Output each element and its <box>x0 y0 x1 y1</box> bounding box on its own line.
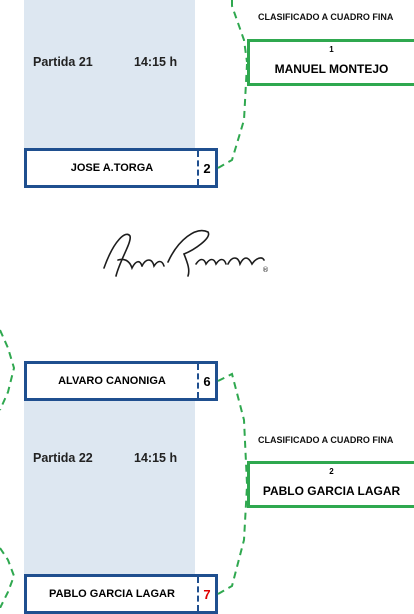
player-score-winner: 7 <box>197 577 215 611</box>
connector-left-upper <box>0 329 16 411</box>
registered-mark: ® <box>262 266 269 274</box>
match-22-time: 14:15 h <box>134 451 178 465</box>
player-name: ALVARO CANONIGA <box>58 375 166 387</box>
match-21-panel <box>24 0 195 148</box>
connector-22-top <box>217 372 248 485</box>
match-22-qualified-box[interactable]: 2 PABLO GARCIA LAGAR <box>247 461 414 508</box>
player-name: JOSE A.TORGA <box>70 162 154 174</box>
qualified-seed: 1 <box>329 45 334 54</box>
match-22-panel <box>24 401 195 574</box>
match-21-qualified-box[interactable]: 1 MANUEL MONTEJO <box>247 39 414 86</box>
connector-left-lower <box>0 547 16 608</box>
match-22-player-bottom[interactable]: PABLO GARCIA LAGAR 7 <box>24 574 218 614</box>
signature-logo-icon: ® <box>103 229 269 277</box>
match-21-label: Partida 21 <box>33 55 93 69</box>
player-score: 6 <box>197 364 215 398</box>
connector-22-bottom <box>217 485 248 595</box>
connector-21-top <box>231 0 248 63</box>
match-21-time: 14:15 h <box>134 55 178 69</box>
player-score: 2 <box>197 151 215 185</box>
qualified-seed: 2 <box>329 467 334 476</box>
qualified-name: PABLO GARCIA LAGAR <box>262 484 401 498</box>
connector-21-bottom <box>217 63 248 169</box>
match-22-label: Partida 22 <box>33 451 93 465</box>
match-22-qualified-label: CLASIFICADO A CUADRO FINA <box>258 435 394 445</box>
sponsor-logo: ® <box>96 220 276 295</box>
match-21-player-bottom[interactable]: JOSE A.TORGA 2 <box>24 148 218 188</box>
player-name: PABLO GARCIA LAGAR <box>49 588 175 600</box>
qualified-name: MANUEL MONTEJO <box>274 62 389 76</box>
match-21-qualified-label: CLASIFICADO A CUADRO FINA <box>258 12 394 22</box>
match-22-player-top[interactable]: ALVARO CANONIGA 6 <box>24 361 218 401</box>
